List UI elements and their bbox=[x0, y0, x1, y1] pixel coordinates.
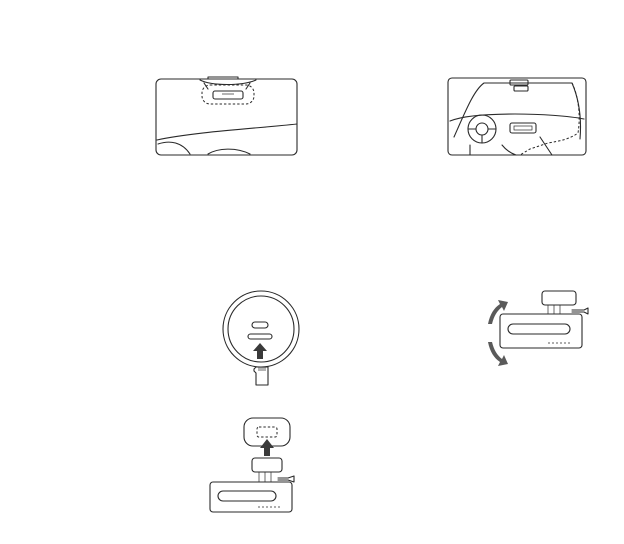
car-interior-cable-routing-figure bbox=[444, 75, 590, 159]
windshield-mount-position-figure bbox=[152, 74, 302, 158]
camera-rotation-figure bbox=[480, 288, 596, 368]
mount-attachment-figure bbox=[206, 416, 310, 516]
memory-card-insertion-figure bbox=[220, 287, 306, 393]
